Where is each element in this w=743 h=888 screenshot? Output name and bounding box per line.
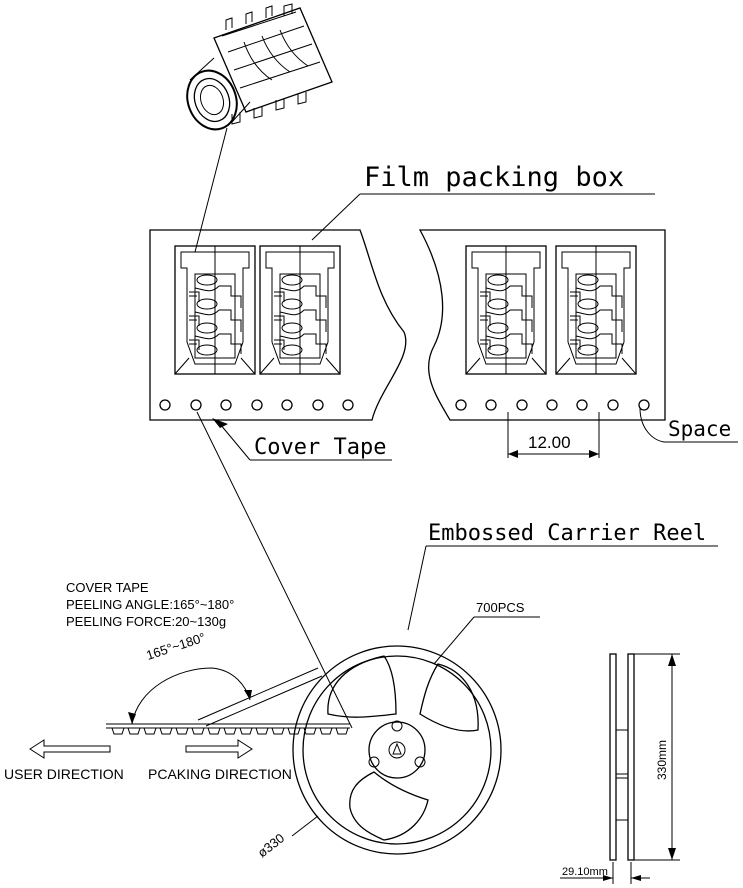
tape-to-reel-leader bbox=[196, 411, 353, 729]
pitch-label: 12.00 bbox=[528, 433, 571, 452]
diameter-label: ø330 bbox=[255, 830, 288, 860]
tape-strip bbox=[106, 723, 350, 735]
user-direction-label: USER DIRECTION bbox=[4, 766, 124, 782]
cover-tape-label: Cover Tape bbox=[254, 435, 386, 460]
reel-label-leader bbox=[407, 545, 427, 631]
user-direction-arrow bbox=[29, 739, 111, 759]
packing-direction-label: PCAKING DIRECTION bbox=[148, 766, 292, 782]
film-packing-box-label: Film packing box bbox=[364, 162, 624, 193]
sprocket-holes bbox=[159, 399, 354, 411]
peeling-angle-indicator: 165°~180° bbox=[128, 630, 323, 727]
quantity-leader bbox=[433, 616, 475, 665]
sprocket-holes bbox=[455, 399, 650, 411]
peel-angle-label: 165°~180° bbox=[144, 630, 207, 663]
cover-tape-leader bbox=[219, 423, 251, 461]
notes-line-3: PEELING FORCE:20~130g bbox=[66, 614, 226, 629]
cover-tape-arrowhead bbox=[212, 418, 228, 428]
space-leader bbox=[639, 407, 738, 443]
component-leader bbox=[194, 127, 228, 253]
reel-side-view bbox=[560, 653, 680, 884]
notes-line-1: COVER TAPE bbox=[66, 580, 149, 595]
packing-direction-arrow bbox=[185, 739, 253, 759]
height-label: 330mm bbox=[655, 740, 669, 780]
pocket bbox=[259, 245, 341, 375]
carrier-reel bbox=[292, 645, 502, 855]
pocket bbox=[465, 245, 547, 375]
tape-section-left bbox=[149, 229, 407, 421]
tape-section-right bbox=[418, 229, 666, 421]
diameter-leader bbox=[291, 815, 319, 837]
pocket bbox=[555, 245, 637, 375]
width-label: 29.10mm bbox=[562, 866, 608, 878]
notes-line-2: PEELING ANGLE:165°~180° bbox=[66, 597, 234, 612]
pocket bbox=[174, 245, 256, 375]
embossed-carrier-reel-label: Embossed Carrier Reel bbox=[428, 521, 706, 546]
film-box-leader bbox=[311, 193, 361, 241]
space-label: Space bbox=[668, 417, 731, 441]
pitch-dimension: 12.00 bbox=[507, 412, 600, 458]
quantity-label: 700PCS bbox=[476, 600, 525, 615]
component-illustration bbox=[186, 3, 333, 131]
